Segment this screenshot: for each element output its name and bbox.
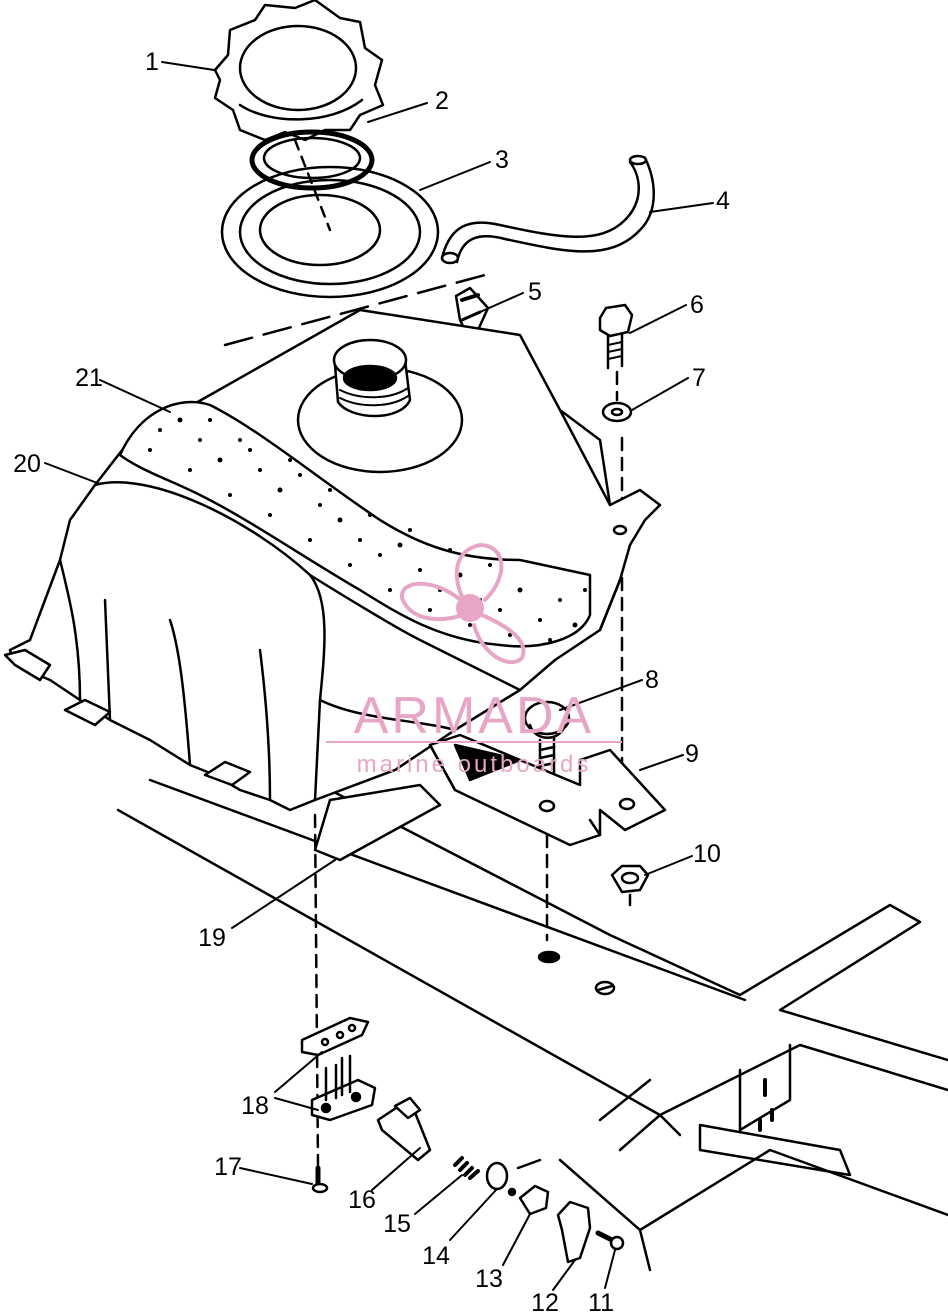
washer-small xyxy=(485,1158,542,1191)
cap-centerline xyxy=(293,138,332,232)
mount-bracket xyxy=(428,733,667,847)
spring xyxy=(453,1156,480,1180)
callout-19: 19 xyxy=(198,924,226,952)
callout-20: 20 xyxy=(13,450,41,478)
lock-nut xyxy=(610,864,650,894)
mount-bolt-upper xyxy=(598,303,634,370)
mount-bolt-lower xyxy=(523,700,571,782)
callout-2: 2 xyxy=(435,87,449,115)
spring-retainer xyxy=(507,1184,550,1216)
callout-11: 11 xyxy=(588,1289,614,1316)
watermark-brand: ARMADA xyxy=(354,687,594,745)
callout-15: 15 xyxy=(383,1210,411,1238)
callout-12: 12 xyxy=(531,1289,559,1316)
petcock-lever-shaft xyxy=(376,1096,432,1162)
petcock-knob xyxy=(556,1200,592,1264)
callout-21: 21 xyxy=(75,364,103,392)
watermark-tagline: marine outboards xyxy=(357,751,592,778)
callout-10: 10 xyxy=(693,840,721,868)
foam-pad xyxy=(118,400,592,648)
petcock-screw xyxy=(311,1165,329,1194)
callout-3: 3 xyxy=(495,146,509,174)
fill-ring xyxy=(220,165,440,299)
callout-1: 1 xyxy=(145,48,159,76)
callout-4: 4 xyxy=(716,187,730,215)
callout-6: 6 xyxy=(690,291,704,319)
callout-13: 13 xyxy=(475,1265,503,1293)
callout-18: 18 xyxy=(241,1092,269,1120)
callout-17: 17 xyxy=(214,1153,242,1181)
knob-screw xyxy=(595,1230,625,1251)
callout-14: 14 xyxy=(422,1242,450,1270)
callout-8: 8 xyxy=(645,666,659,694)
callout-numbers: 1 2 3 4 5 6 7 8 9 10 11 12 13 14 15 16 1… xyxy=(13,48,730,1316)
callout-7: 7 xyxy=(692,364,706,392)
callout-16: 16 xyxy=(348,1186,376,1214)
washer-upper xyxy=(601,401,633,423)
fuel-cap xyxy=(213,0,385,142)
callout-9: 9 xyxy=(685,740,699,768)
petcock-gasket xyxy=(300,1016,370,1057)
tank-pad xyxy=(313,783,442,862)
callout-5: 5 xyxy=(528,278,542,306)
propeller-logo-icon xyxy=(400,543,526,665)
armada-watermark: ARMADA marine outboards xyxy=(326,543,622,778)
callout-leaders xyxy=(44,61,714,1291)
fuel-petcock xyxy=(310,1054,377,1122)
cap-gasket xyxy=(249,129,375,191)
vent-hose xyxy=(440,154,655,265)
